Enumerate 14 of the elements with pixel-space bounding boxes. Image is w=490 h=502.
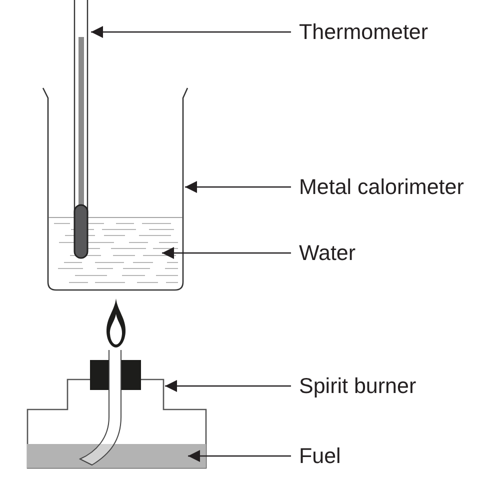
thermometer — [73, 0, 89, 259]
part-label: Fuel — [299, 444, 341, 468]
leader-arrow — [185, 181, 291, 193]
spirit-burner — [26, 349, 208, 469]
leader-arrow — [165, 380, 291, 392]
part-label: Water — [299, 241, 356, 265]
leader-arrow — [162, 247, 291, 259]
part-label: Thermometer — [299, 20, 428, 44]
fuel — [27, 444, 206, 468]
leader-arrow — [188, 450, 291, 462]
beaker — [42, 87, 189, 292]
part-label: Metal calorimeter — [299, 175, 464, 199]
part-label: Spirit burner — [299, 374, 416, 398]
leader-arrow — [91, 26, 291, 38]
